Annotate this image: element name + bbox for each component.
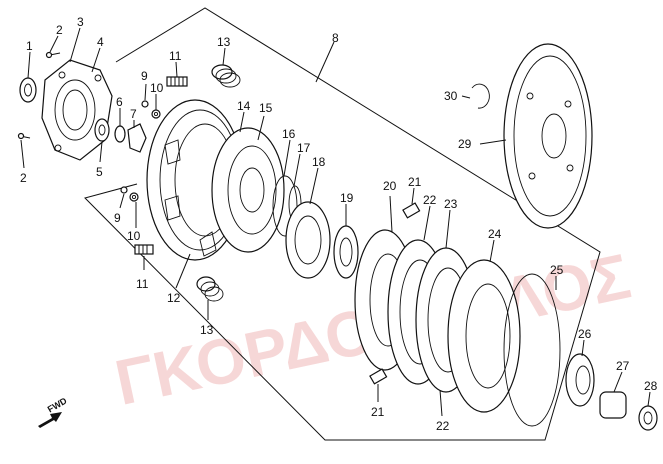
callout-25: 25 — [550, 263, 564, 277]
part-14-clutch-weight-assembly — [211, 127, 285, 253]
callout-9: 9 — [141, 69, 148, 83]
callout-1: 1 — [26, 39, 33, 53]
part-21-spring-upper — [402, 202, 421, 219]
callout-15: 15 — [259, 101, 273, 115]
callout-2: 2 — [20, 171, 27, 185]
callout-16: 16 — [282, 127, 296, 141]
part-10-washer-upper — [151, 109, 161, 119]
callout-17: 17 — [297, 141, 311, 155]
callout-24: 24 — [488, 227, 502, 241]
callout-7: 7 — [130, 107, 137, 121]
callout-11: 11 — [169, 49, 182, 63]
callout-20: 20 — [383, 179, 397, 193]
fwd-arrow-marker: FWD — [38, 395, 69, 428]
part-11-spring-upper — [166, 76, 188, 87]
callout-9: 9 — [114, 211, 121, 225]
part-25-circlip — [503, 273, 561, 427]
part-29-driven-gear — [503, 43, 593, 229]
callout-5: 5 — [96, 165, 103, 179]
part-27-bushing — [599, 391, 627, 419]
part-11-spring-lower — [134, 244, 154, 255]
callout-10: 10 — [150, 81, 164, 95]
callout-13: 13 — [217, 35, 231, 49]
callout-8: 8 — [332, 31, 339, 45]
callout-6: 6 — [116, 95, 123, 109]
part-2-screw-bottom — [17, 132, 31, 140]
callout-21: 21 — [371, 405, 385, 419]
part-28-washer — [638, 405, 658, 431]
callout-23: 23 — [444, 197, 458, 211]
part-19-plate — [333, 225, 359, 279]
callout-13: 13 — [200, 323, 214, 337]
part-5-seal — [94, 118, 110, 142]
part-7-cam — [127, 123, 147, 153]
leader-lines — [20, 27, 651, 417]
callout-22: 22 — [436, 419, 450, 433]
callout-labels: 1 2 3 4 2 5 6 7 9 10 11 13 8 14 15 16 17… — [20, 15, 658, 433]
part-26-drive-gear — [565, 353, 595, 407]
part-6-washer — [114, 125, 126, 143]
part-18-one-way-clutch — [285, 201, 331, 279]
part-9-pin-upper — [141, 100, 149, 108]
callout-11: 11 — [136, 277, 149, 291]
part-30-snap-ring — [471, 83, 490, 109]
callout-30: 30 — [444, 89, 458, 103]
part-13-spring-lower — [196, 276, 224, 302]
callout-2: 2 — [56, 23, 63, 37]
assembly-frame-outline — [84, 7, 601, 441]
callout-28: 28 — [644, 379, 658, 393]
callout-18: 18 — [312, 155, 326, 169]
part-10-washer-lower — [129, 192, 139, 202]
fwd-label: FWD — [46, 395, 69, 414]
part-21-spring-lower — [369, 368, 388, 385]
callout-10: 10 — [127, 229, 141, 243]
callout-29: 29 — [458, 137, 472, 151]
fwd-arrow-icon — [38, 412, 62, 428]
callout-14: 14 — [237, 99, 251, 113]
part-24-pressure-plate — [447, 259, 521, 413]
part-9-pin-lower — [120, 186, 128, 194]
part-16-spring-ring — [272, 175, 298, 237]
part-1-bearing — [19, 77, 37, 103]
callout-21: 21 — [408, 175, 422, 189]
callout-12: 12 — [167, 291, 181, 305]
part-2-screw-top — [45, 51, 61, 59]
callout-4: 4 — [97, 35, 104, 49]
callout-22: 22 — [423, 193, 437, 207]
callout-3: 3 — [77, 15, 84, 29]
callout-26: 26 — [578, 327, 592, 341]
callout-27: 27 — [616, 359, 630, 373]
callout-19: 19 — [340, 191, 354, 205]
part-13-spring-upper — [211, 64, 241, 88]
